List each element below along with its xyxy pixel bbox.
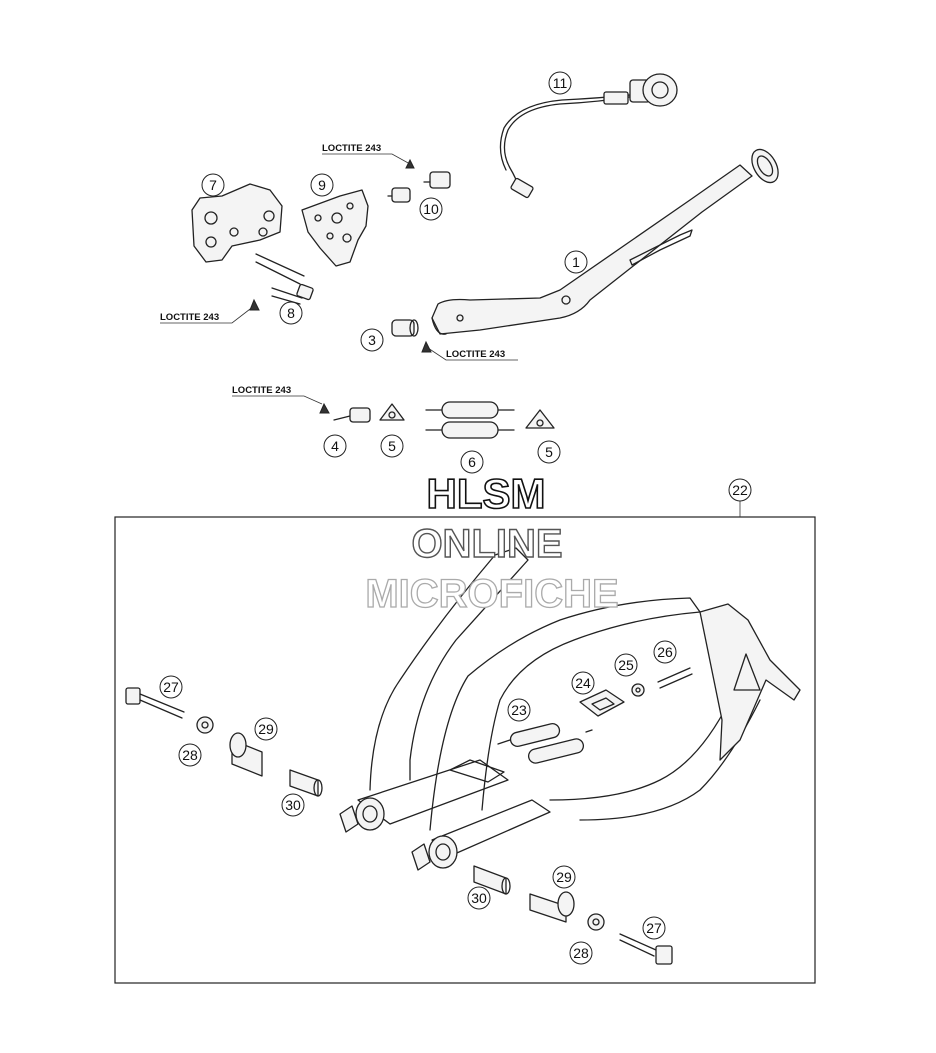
svg-text:6: 6 bbox=[468, 454, 476, 470]
callout-28b: 28 bbox=[569, 941, 593, 965]
svg-text:27: 27 bbox=[646, 920, 662, 936]
callout-8: 8 bbox=[279, 301, 303, 325]
loctite-label-1: LOCTITE 243 bbox=[322, 143, 415, 169]
spring-23-part bbox=[497, 722, 593, 764]
watermark-line-1: HLSM bbox=[427, 470, 546, 517]
callout-5b: 5 bbox=[537, 440, 561, 464]
svg-text:22: 22 bbox=[732, 482, 748, 498]
callout-11: 11 bbox=[548, 71, 572, 95]
screw-8-part bbox=[255, 253, 314, 305]
assembly-frame-box bbox=[114, 516, 816, 984]
side-stand-part bbox=[431, 148, 779, 335]
callout-27b: 27 bbox=[642, 916, 666, 940]
bushing-29-left-part bbox=[229, 732, 263, 777]
callout-3: 3 bbox=[360, 328, 384, 352]
svg-text:26: 26 bbox=[657, 644, 673, 660]
callout-6: 6 bbox=[460, 450, 484, 474]
callout-30b: 30 bbox=[467, 886, 491, 910]
callout-4: 4 bbox=[323, 434, 347, 458]
bushing-29-right-part bbox=[529, 891, 575, 923]
svg-text:9: 9 bbox=[318, 177, 326, 193]
svg-text:28: 28 bbox=[573, 945, 589, 961]
sleeve-30-right-part bbox=[473, 865, 511, 895]
svg-text:30: 30 bbox=[471, 890, 487, 906]
bracket-24-part bbox=[579, 689, 625, 717]
svg-text:LOCTITE 243: LOCTITE 243 bbox=[160, 312, 219, 323]
bolt-27-left-part bbox=[125, 687, 185, 719]
callout-28a: 28 bbox=[178, 743, 202, 767]
washer-28-right-part bbox=[587, 913, 605, 931]
callout-22: 22 bbox=[728, 478, 752, 502]
side-stand-switch-part bbox=[499, 73, 678, 199]
svg-text:8: 8 bbox=[287, 305, 295, 321]
callout-5a: 5 bbox=[380, 434, 404, 458]
callout-24: 24 bbox=[571, 671, 595, 695]
bolt-27-right-part bbox=[619, 933, 673, 965]
screw-26-part bbox=[657, 667, 693, 689]
loctite-label-2: LOCTITE 243 bbox=[160, 298, 260, 324]
callout-29a: 29 bbox=[254, 717, 278, 741]
svg-text:24: 24 bbox=[575, 675, 591, 691]
callout-7: 7 bbox=[201, 173, 225, 197]
svg-text:3: 3 bbox=[368, 332, 376, 348]
loctite-label-3: LOCTITE 243 bbox=[421, 340, 518, 361]
svg-text:29: 29 bbox=[258, 721, 274, 737]
plate-5b-part bbox=[525, 409, 555, 429]
callout-23: 23 bbox=[507, 698, 531, 722]
screw-3-part bbox=[391, 319, 419, 337]
svg-text:25: 25 bbox=[618, 657, 634, 673]
bracket-part bbox=[191, 183, 283, 263]
callout-26: 26 bbox=[653, 640, 677, 664]
svg-text:7: 7 bbox=[209, 177, 217, 193]
svg-text:5: 5 bbox=[388, 438, 396, 454]
callout-25: 25 bbox=[614, 653, 638, 677]
sleeve-30-left-part bbox=[289, 769, 323, 797]
svg-text:LOCTITE 243: LOCTITE 243 bbox=[232, 385, 291, 396]
plate-5a-part bbox=[379, 403, 405, 421]
screw-4-part bbox=[333, 407, 371, 423]
spring-6-part bbox=[425, 401, 515, 439]
callout-10: 10 bbox=[419, 197, 443, 221]
center-stand-part bbox=[339, 547, 801, 871]
svg-text:28: 28 bbox=[182, 747, 198, 763]
watermark: HLSM ONLINE MICROFICHE bbox=[365, 469, 620, 616]
callout-9: 9 bbox=[310, 173, 334, 197]
washer-25-part bbox=[631, 683, 645, 697]
callout-29b: 29 bbox=[552, 865, 576, 889]
svg-text:1: 1 bbox=[572, 254, 580, 270]
svg-text:10: 10 bbox=[423, 201, 439, 217]
svg-text:11: 11 bbox=[553, 75, 568, 91]
svg-text:LOCTITE 243: LOCTITE 243 bbox=[446, 349, 505, 360]
svg-text:27: 27 bbox=[163, 679, 179, 695]
callout-30a: 30 bbox=[281, 793, 305, 817]
watermark-line-2: ONLINE bbox=[411, 522, 562, 566]
loctite-label-4: LOCTITE 243 bbox=[232, 385, 330, 414]
svg-text:23: 23 bbox=[511, 702, 527, 718]
svg-text:29: 29 bbox=[556, 869, 572, 885]
svg-text:4: 4 bbox=[331, 438, 339, 454]
svg-text:LOCTITE 243: LOCTITE 243 bbox=[322, 143, 381, 154]
watermark-line-3: MICROFICHE bbox=[365, 572, 618, 616]
svg-text:5: 5 bbox=[545, 444, 553, 460]
washer-28-left-part bbox=[196, 716, 214, 734]
callout-1: 1 bbox=[564, 250, 588, 274]
callout-27a: 27 bbox=[159, 675, 183, 699]
screw-10-part bbox=[387, 171, 451, 203]
svg-text:30: 30 bbox=[285, 797, 301, 813]
plate-part bbox=[301, 189, 369, 267]
